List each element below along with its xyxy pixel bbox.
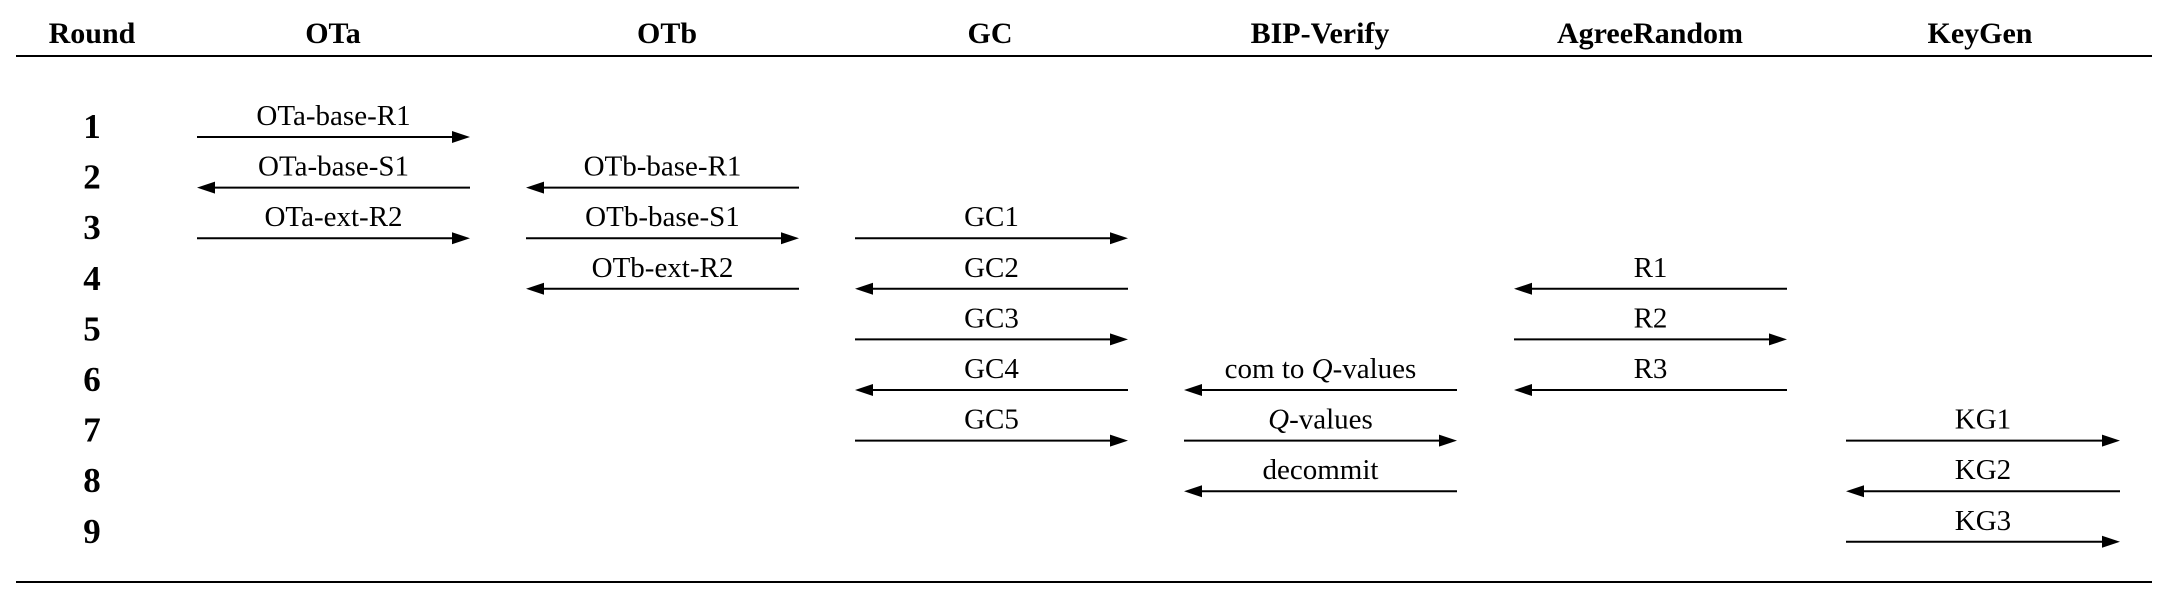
message-gc5: GC5 <box>855 404 1128 447</box>
header-ota: OTa <box>305 17 361 50</box>
arrow-head-right <box>452 232 470 245</box>
column-headers: Round OTa OTb GC BIP-Verify AgreeRandom KeyGen <box>49 17 2033 50</box>
arrow-head-left <box>1184 485 1202 498</box>
message-kg2: KG2 <box>1846 454 2120 498</box>
arrow-head-right <box>452 131 470 143</box>
message-label-r1: R1 <box>1634 252 1668 284</box>
message-label-gc4: GC4 <box>964 353 1019 385</box>
round-number-9: 9 <box>83 512 101 551</box>
round-number-3: 3 <box>83 208 101 247</box>
message-ota-ext-r2: OTa-ext-R2 <box>197 201 470 245</box>
arrow-head-left <box>197 181 215 194</box>
arrow-head-right <box>1439 434 1457 447</box>
message-label-kg3: KG3 <box>1955 505 2011 537</box>
arrow-head-left <box>1184 384 1202 396</box>
round-number-8: 8 <box>83 461 101 500</box>
arrow-head-left <box>855 282 873 295</box>
header-gc: GC <box>968 17 1013 50</box>
message-kg1: KG1 <box>1846 404 2120 447</box>
message-label-otb-ext-r2: OTb-ext-R2 <box>592 252 734 284</box>
message-label-gc3: GC3 <box>964 302 1019 334</box>
arrow-head-left <box>855 384 873 396</box>
message-r3: R3 <box>1514 353 1787 396</box>
arrow-head-left <box>1514 282 1532 295</box>
label-variable-q: Q <box>1312 353 1333 385</box>
message-label-ota-ext-r2: OTa-ext-R2 <box>264 201 402 233</box>
message-otb-base-s1: OTb-base-S1 <box>526 201 799 245</box>
label-suffix: -values <box>1289 404 1373 436</box>
message-label-ota-base-r1: OTa-base-R1 <box>256 100 410 132</box>
message-ota-base-r1: OTa-base-R1 <box>197 100 470 143</box>
message-gc2: GC2 <box>855 252 1128 295</box>
message-bip-q: Q-values <box>1184 404 1457 447</box>
arrow-head-right <box>1110 434 1128 447</box>
message-label-r2: R2 <box>1634 302 1668 334</box>
message-label-kg2: KG2 <box>1955 454 2011 486</box>
round-number-7: 7 <box>83 411 101 450</box>
round-number-1: 1 <box>83 107 101 146</box>
message-label-bip-com: com to Q-values <box>1225 353 1417 385</box>
message-bip-decommit: decommit <box>1184 454 1457 498</box>
message-r1: R1 <box>1514 252 1787 295</box>
header-otb: OTb <box>637 17 697 50</box>
header-keygen: KeyGen <box>1928 17 2033 50</box>
message-ota-base-s1: OTa-base-S1 <box>197 151 470 194</box>
message-label-gc1: GC1 <box>964 201 1019 233</box>
message-gc3: GC3 <box>855 302 1128 346</box>
round-numbers: 1 2 3 4 5 6 7 8 9 <box>83 107 101 551</box>
header-round: Round <box>49 17 136 50</box>
arrow-head-left <box>1846 485 1864 498</box>
arrow-head-right <box>1110 333 1128 346</box>
message-bip-com: com to Q-values <box>1184 353 1457 396</box>
message-label-kg1: KG1 <box>1955 404 2011 436</box>
message-gc1: GC1 <box>855 201 1128 245</box>
message-label-otb-base-r1: OTb-base-R1 <box>584 151 742 183</box>
message-gc4: GC4 <box>855 353 1128 396</box>
arrow-head-left <box>526 181 544 194</box>
message-label-gc5: GC5 <box>964 404 1019 436</box>
message-label-bip-decommit: decommit <box>1263 454 1379 486</box>
round-number-5: 5 <box>83 309 101 348</box>
arrow-head-right <box>2102 535 2120 548</box>
arrow-head-left <box>1514 384 1532 396</box>
round-number-6: 6 <box>83 360 101 399</box>
message-r2: R2 <box>1514 302 1787 346</box>
arrow-head-left <box>526 282 544 295</box>
label-variable-q: Q <box>1268 404 1289 436</box>
message-kg3: KG3 <box>1846 505 2120 548</box>
arrow-head-right <box>781 232 799 245</box>
label-suffix: -values <box>1333 353 1417 385</box>
message-label-r3: R3 <box>1634 353 1668 385</box>
arrow-head-right <box>1769 333 1787 346</box>
header-agreerandom: AgreeRandom <box>1557 17 1743 50</box>
arrow-head-right <box>2102 434 2120 447</box>
round-number-2: 2 <box>83 158 101 197</box>
message-otb-ext-r2: OTb-ext-R2 <box>526 252 799 295</box>
message-label-otb-base-s1: OTb-base-S1 <box>585 201 740 233</box>
label-prefix: com to <box>1225 353 1312 385</box>
header-bip-verify: BIP-Verify <box>1251 17 1390 50</box>
message-label-bip-q: Q-values <box>1268 404 1373 436</box>
arrow-head-right <box>1110 232 1128 245</box>
message-label-ota-base-s1: OTa-base-S1 <box>258 151 409 183</box>
round-number-4: 4 <box>83 259 101 298</box>
message-label-gc2: GC2 <box>964 252 1019 284</box>
message-otb-base-r1: OTb-base-R1 <box>526 151 799 194</box>
